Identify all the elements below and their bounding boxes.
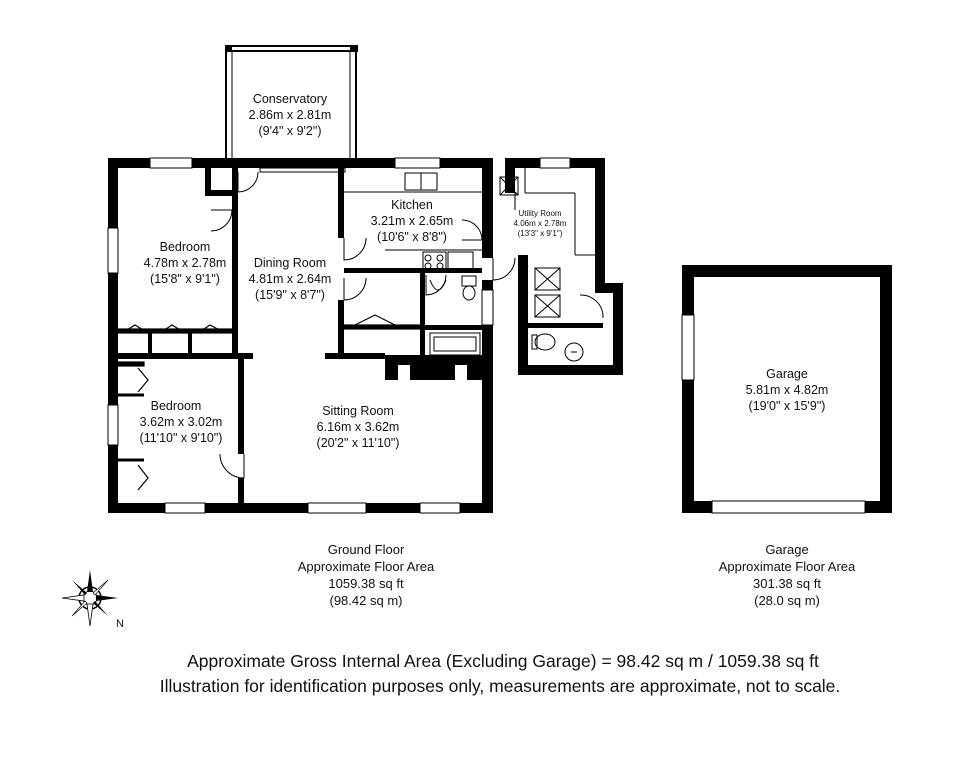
kitchen-metric: 3.21m x 2.65m <box>371 214 454 228</box>
bedroom1-name: Bedroom <box>160 240 211 254</box>
footer-gross-area: Approximate Gross Internal Area (Excludi… <box>187 651 819 671</box>
sitting-metric: 6.16m x 3.62m <box>317 420 400 434</box>
door-swings <box>210 171 516 479</box>
utility-name: Utility Room <box>518 209 561 218</box>
dining-name: Dining Room <box>254 256 326 270</box>
ground-floor-subtitle: Approximate Floor Area <box>298 559 435 574</box>
conservatory-name: Conservatory <box>253 92 328 106</box>
garage-imperial: (19'0" x 15'9") <box>749 399 826 413</box>
bedroom1-imperial: (15'8" x 9'1") <box>150 272 220 286</box>
utility-walls <box>505 158 623 375</box>
ground-floor-title: Ground Floor <box>328 542 405 557</box>
garage-name: Garage <box>766 367 808 381</box>
dining-metric: 4.81m x 2.64m <box>249 272 332 286</box>
sitting-name: Sitting Room <box>322 404 394 418</box>
conservatory-frame <box>225 45 358 160</box>
bathroom-fittings <box>429 275 481 356</box>
garage-metric: 5.81m x 4.82m <box>746 383 829 397</box>
garage-walls <box>681 265 892 514</box>
conservatory-metric: 2.86m x 2.81m <box>249 108 332 122</box>
house-walls <box>108 158 493 513</box>
wardrobes <box>117 314 421 491</box>
footer-disclaimer: Illustration for identification purposes… <box>160 676 841 696</box>
garage-floor-sqft: 301.38 sq ft <box>753 576 821 591</box>
kitchen-imperial: (10'6" x 8'8") <box>377 230 447 244</box>
garage-floor-subtitle: Approximate Floor Area <box>719 559 856 574</box>
garage-floor-title: Garage <box>765 542 808 557</box>
kitchen-name: Kitchen <box>391 198 433 212</box>
utility-imperial: (13'3" x 9'1") <box>518 229 563 238</box>
ground-floor-sqft: 1059.38 sq ft <box>328 576 404 591</box>
ground-floor-sqm: (98.42 sq m) <box>330 593 403 608</box>
conservatory-imperial: (9'4" x 9'2") <box>259 124 322 138</box>
kitchen-fittings <box>344 172 482 271</box>
bedroom2-imperial: (11'10" x 9'10") <box>140 431 223 445</box>
dining-imperial: (15'9" x 8'7") <box>255 288 325 302</box>
compass-rose-icon <box>61 570 118 627</box>
house-windows <box>107 157 494 514</box>
utility-fittings <box>499 168 604 362</box>
bedroom2-metric: 3.62m x 3.02m <box>140 415 223 429</box>
sitting-imperial: (20'2" x 11'10") <box>317 436 400 450</box>
utility-metric: 4.06m x 2.78m <box>514 219 567 228</box>
bedroom1-metric: 4.78m x 2.78m <box>144 256 227 270</box>
utility-windows <box>539 157 571 169</box>
bedroom2-name: Bedroom <box>151 399 202 413</box>
interior-walls <box>118 168 482 503</box>
compass-north-label: N <box>116 618 124 630</box>
garage-floor-sqm: (28.0 sq m) <box>754 593 820 608</box>
